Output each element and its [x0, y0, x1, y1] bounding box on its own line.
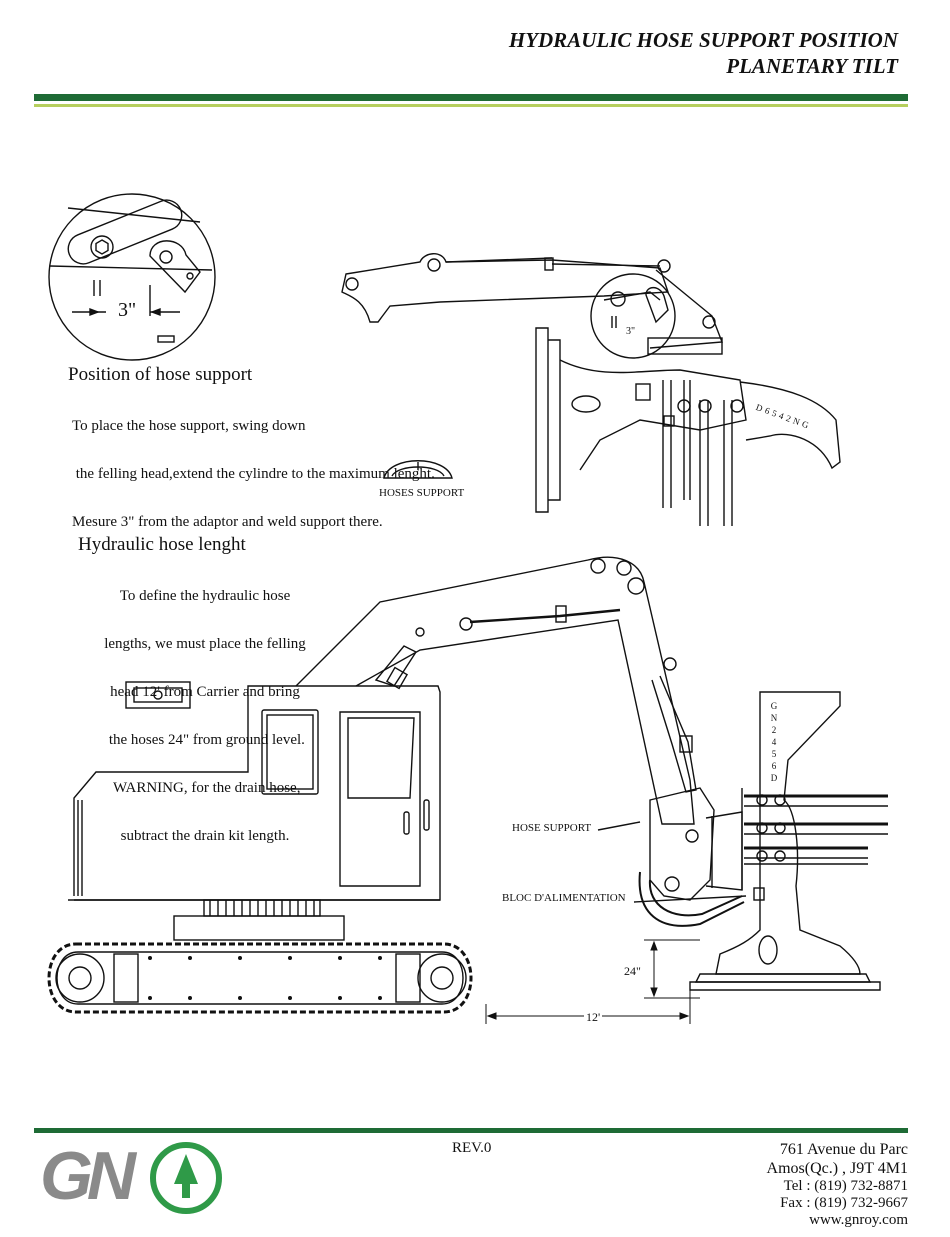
- title-line-2: PLANETARY TILT: [726, 54, 898, 78]
- hoses-support-label: HOSES SUPPORT: [379, 487, 465, 499]
- gn-logo-graphic: [150, 1142, 222, 1214]
- section2-line-5: WARNING, for the drain hose,: [109, 780, 301, 796]
- bloc-leader: [633, 895, 747, 903]
- gn-logo: GN: [38, 1138, 224, 1216]
- section2-line-4: the hoses 24" from ground level.: [105, 732, 305, 748]
- address-tel: Tel : (819) 732-8871: [783, 1178, 908, 1194]
- carrier-machine: [47, 556, 888, 1014]
- hoses-support-symbol: [383, 460, 453, 479]
- section2-heading: Hydraulic hose lenght: [78, 534, 246, 555]
- section1-heading: Position of hose support: [68, 364, 253, 385]
- hose-support-leader: [597, 821, 641, 831]
- revision: REV.0: [452, 1140, 492, 1156]
- detail-circle-view: [48, 193, 216, 361]
- section2-line-6: subtract the drain kit length.: [120, 828, 290, 844]
- boom-3in-dimension: 3": [626, 326, 636, 337]
- section1-line-2: the felling head,extend the cylindre to …: [72, 466, 435, 482]
- boom-tilt-view: [341, 253, 841, 526]
- distance-dimension-label: 12': [584, 1010, 603, 1025]
- section2-line-3: head 12' from Carrier and bring: [110, 684, 300, 700]
- height-dimension: [644, 939, 700, 999]
- height-dimension-label: 24": [624, 964, 641, 978]
- hose-support-label: HOSE SUPPORT: [512, 822, 592, 834]
- bloc-symbol: [125, 681, 191, 709]
- gn-logo-text: GN: [40, 1138, 136, 1214]
- distance-dimension: [485, 990, 691, 1024]
- section1-paragraph: To place the hose support, swing down th…: [72, 386, 435, 546]
- header-rule-dark: [34, 94, 908, 101]
- section2-line-1: To define the hydraulic hose: [119, 588, 291, 604]
- address-city: Amos(Qc.) , J9T 4M1: [766, 1160, 908, 1177]
- section2-paragraph: To define the hydraulic hose lengths, we…: [80, 556, 330, 860]
- address-street: 761 Avenue du Parc: [779, 1141, 908, 1158]
- footer-rule: [34, 1128, 908, 1133]
- section2-line-2: lengths, we must place the felling: [104, 636, 306, 652]
- detail-3in-dimension: 3": [118, 299, 137, 321]
- head-letters-lower: G N 2 4 5 6 D: [770, 701, 778, 783]
- section1-line-1: To place the hose support, swing down: [72, 418, 306, 434]
- bloc-alimentation-label: BLOC D'ALIMENTATION: [502, 892, 626, 904]
- header-rule-light: [34, 104, 908, 107]
- address-web: www.gnroy.com: [809, 1212, 908, 1228]
- address-fax: Fax : (819) 732-9667: [780, 1195, 908, 1211]
- title-line-1: HYDRAULIC HOSE SUPPORT POSITION: [508, 28, 898, 52]
- section1-line-3: Mesure 3" from the adaptor and weld supp…: [72, 514, 383, 530]
- company-address: 761 Avenue du Parc Amos(Qc.) , J9T 4M1 T…: [767, 1140, 908, 1229]
